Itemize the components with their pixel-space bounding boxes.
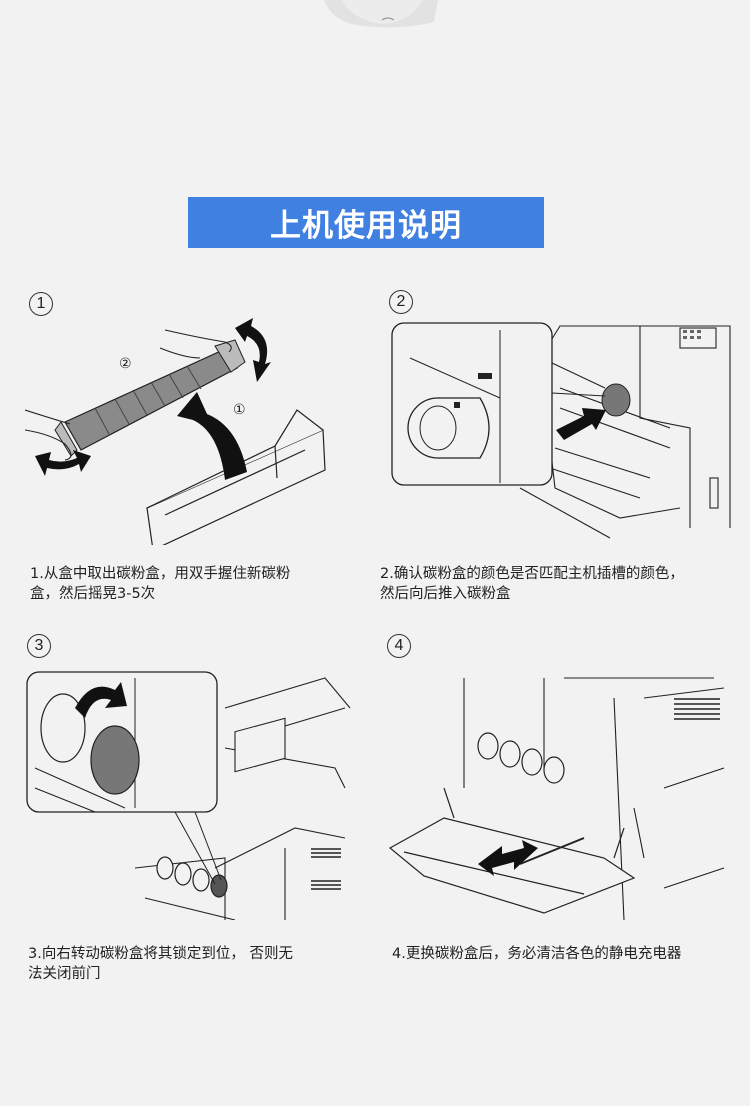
toner-slots [477,732,565,784]
hands-drawing [25,329,232,461]
slide-arrow [478,840,538,876]
push-arrow [556,408,606,440]
toner-cartridge-drawing [54,339,246,457]
toner-box-drawing [146,409,326,545]
step-3-illustration [26,671,351,920]
step-2-illustration [391,322,731,539]
step-4-caption-line-1: 4.更换碳粉盒后，务必清洁各色的静电充电器 [392,946,682,962]
callout-2-label: ② [119,356,132,372]
step-4-illustration [388,677,725,920]
inset-magnified-view [391,322,606,486]
step-1-illustration: ② ① [25,318,326,545]
step-number-4: 4 [387,634,411,658]
rotate-arrow [75,682,127,718]
step-2-caption: 2.确认碳粉盒的颜色是否匹配主机插槽的颜色， 然后向后推入碳粉盒 [380,564,684,604]
printer-drawing [134,677,351,920]
step-4-caption: 4.更换碳粉盒后，务必清洁各色的静电充电器 [392,944,681,964]
printer-drawing [463,677,725,920]
step-number-1: 1 [29,292,53,316]
step-3-caption-line-1: 3.向右转动碳粉盒将其锁定到位， 否则无 [28,946,293,962]
front-door-drawing [388,787,636,914]
step-2-caption-line-1: 2.确认碳粉盒的颜色是否匹配主机插槽的颜色， [380,566,684,582]
toner-slots [156,856,228,898]
inset-magnified-view [26,671,222,885]
step-2-caption-line-2: 然后向后推入碳粉盒 [380,586,511,602]
step-number-2: 2 [389,290,413,314]
product-photo-fragment [324,0,438,28]
step-number-3: 3 [27,634,51,658]
step-3-caption: 3.向右转动碳粉盒将其锁定到位， 否则无 法关闭前门 [28,944,293,984]
shake-arrows [35,318,271,480]
step-1-caption: 1.从盒中取出碳粉盒，用双手握住新碳粉 盒，然后摇晃3-5次 [30,564,290,604]
step-1-caption-line-1: 1.从盒中取出碳粉盒，用双手握住新碳粉 [30,566,291,582]
callout-1-label: ① [233,402,246,418]
step-3-caption-line-2: 法关闭前门 [28,966,101,982]
step-1-caption-line-2: 盒，然后摇晃3-5次 [30,586,156,602]
section-title-banner: 上机使用说明 [188,197,544,248]
